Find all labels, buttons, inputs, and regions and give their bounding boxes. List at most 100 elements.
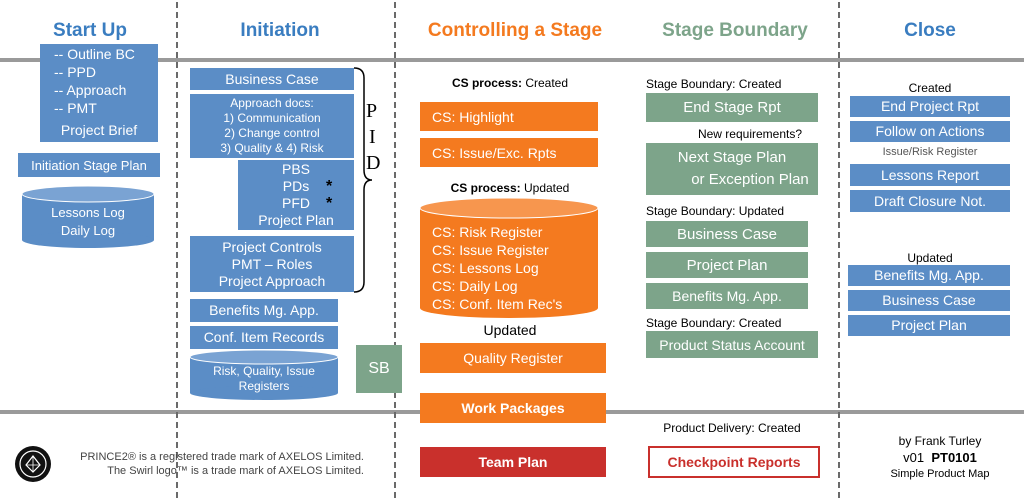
cs-updated-bold: CS process: [450,181,521,195]
cs-highlight: CS: Highlight [420,102,598,131]
init-registers-cylinder: Risk, Quality, Issue Registers [190,350,338,400]
trademark-text: PRINCE2® is a registered trade mark of A… [60,450,364,478]
startup-outline-bc: -- Outline BC [54,46,135,62]
sb-product-delivery-label: Product Delivery: Created [663,421,801,435]
init-registers-line-1: Risk, Quality, Issue [213,364,315,378]
startup-lessons-log: Lessons Log [51,205,125,220]
cs-quality-register: Quality Register [420,343,606,373]
init-controls-box: Project Controls PMT – Roles Project App… [190,236,354,292]
init-pbs: PBS [281,161,310,177]
author-credit: by Frank Turley [898,434,982,448]
cs-issue-exc-rpts: CS: Issue/Exc. Rpts [420,138,598,167]
sb-product-status-account: Product Status Account [646,331,818,358]
startup-approach: -- Approach [54,82,127,98]
startup-initiation-stage-plan: Initiation Stage Plan [18,153,160,177]
header-controlling-a-stage: Controlling a Stage [427,20,603,41]
init-pmt-roles: PMT – Roles [231,255,313,272]
header-start-up: Start Up [53,20,127,41]
pid-letter-d: D [366,152,381,174]
close-project-plan: Project Plan [848,315,1010,336]
init-conf-item-records: Conf. Item Records [190,326,338,349]
cs-updated-rest: Updated [520,181,570,195]
cs-lessons-log: CS: Lessons Log [432,260,539,276]
init-pfd: PFD [282,195,310,211]
sb-created-label-2: Stage Boundary: Created [646,316,782,330]
version-number: v01 [903,450,925,465]
cylinder-shape [22,186,154,248]
startup-logs-cylinder: Lessons Log Daily Log [22,186,154,248]
column-divider-2 [394,2,396,498]
version-line: v01 PT0101 [880,450,1000,465]
sb-next-stage-plan-box: Next Stage Plan or Exception Plan [646,143,818,195]
init-project-approach: Project Approach [218,272,326,289]
column-divider-3 [838,2,840,498]
init-project-plan: Project Plan [258,212,334,228]
startup-pmt: -- PMT [54,100,97,116]
document-code: PT0101 [931,450,977,465]
sb-updated-label: Stage Boundary: Updated [646,204,785,218]
sb-business-case: Business Case [646,221,808,247]
cs-registers-cylinder: CS: Risk Register CS: Issue Register CS:… [420,198,598,318]
cs-daily-log: CS: Daily Log [432,278,518,294]
sb-exception-plan: or Exception Plan [691,171,809,188]
init-business-case: Business Case [190,68,354,90]
init-approach-communication: 1) Communication [223,111,321,125]
init-pds: PDs [282,178,310,194]
cs-process-updated-label: CS process: Updated [420,181,600,195]
startup-daily-log: Daily Log [60,223,116,238]
close-issue-risk-register: Issue/Risk Register [882,146,978,158]
sb-checkpoint-reports: Checkpoint Reports [648,446,820,478]
sb-created-label: Stage Boundary: Created [646,77,782,91]
close-updated-label: Updated [907,251,953,265]
init-registers-line-2: Registers [238,379,290,393]
pid-letter-p: P [366,100,378,122]
cs-created-rest: Created [522,76,569,90]
init-approach-title: Approach docs: [230,96,314,110]
pid-letter-i: I [369,126,376,148]
init-pds-star: * [326,178,333,195]
init-pfd-star: * [326,195,333,212]
trademark-line-2: The Swirl logo™ is a trade mark of AXELO… [107,465,364,477]
trademark-line-1: PRINCE2® is a registered trade mark of A… [80,451,364,463]
pid-bracket [353,67,373,293]
close-benefits: Benefits Mg. App. [848,265,1010,286]
cylinder-shape [190,350,338,400]
swirl-logo-icon [15,446,51,482]
cs-register-list: CS: Risk Register CS: Issue Register CS:… [432,223,562,313]
cs-issue-register: CS: Issue Register [432,242,549,258]
startup-project-brief: Project Brief [40,118,158,142]
close-business-case: Business Case [848,290,1010,311]
header-initiation: Initiation [240,20,320,41]
init-benefits: Benefits Mg. App. [190,299,338,322]
init-approach-docs: Approach docs: 1) Communication 2) Chang… [190,94,354,158]
top-divider [0,58,1024,62]
sb-project-plan: Project Plan [646,252,808,278]
init-project-controls: Project Controls [222,238,322,255]
cs-created-bold: CS process: [451,76,522,90]
cs-risk-register: CS: Risk Register [432,224,543,240]
startup-outline-list: -- Outline BC -- PPD -- Approach -- PMT [40,44,158,118]
header-close: Close [904,20,956,41]
close-lessons-report: Lessons Report [850,164,1010,186]
header-stage-boundary: Stage Boundary [662,20,808,41]
cs-conf-item-recs: CS: Conf. Item Rec's [432,296,563,312]
cs-work-packages: Work Packages [420,393,606,423]
sb-benefits: Benefits Mg. App. [646,283,808,309]
init-approach-change-control: 2) Change control [224,126,320,140]
cs-updated-label: Updated [483,322,537,338]
close-created-label: Created [908,81,952,95]
init-sb-box: SB [356,345,402,393]
map-subtitle: Simple Product Map [890,468,990,480]
close-end-project-rpt: End Project Rpt [850,96,1010,117]
init-products-box: PBS PDs PFD Project Plan [238,160,354,230]
column-divider-1 [176,2,178,498]
startup-ppd: -- PPD [54,64,96,80]
cs-team-plan: Team Plan [420,447,606,477]
close-draft-closure: Draft Closure Not. [850,190,1010,212]
close-follow-on-actions: Follow on Actions [850,121,1010,142]
sb-new-requirements: New requirements? [697,127,803,141]
cs-process-created-label: CS process: Created [420,76,600,90]
init-approach-quality-risk: 3) Quality & 4) Risk [220,141,324,155]
sb-next-stage-plan: Next Stage Plan [677,149,787,166]
cylinder-shape [420,198,598,318]
